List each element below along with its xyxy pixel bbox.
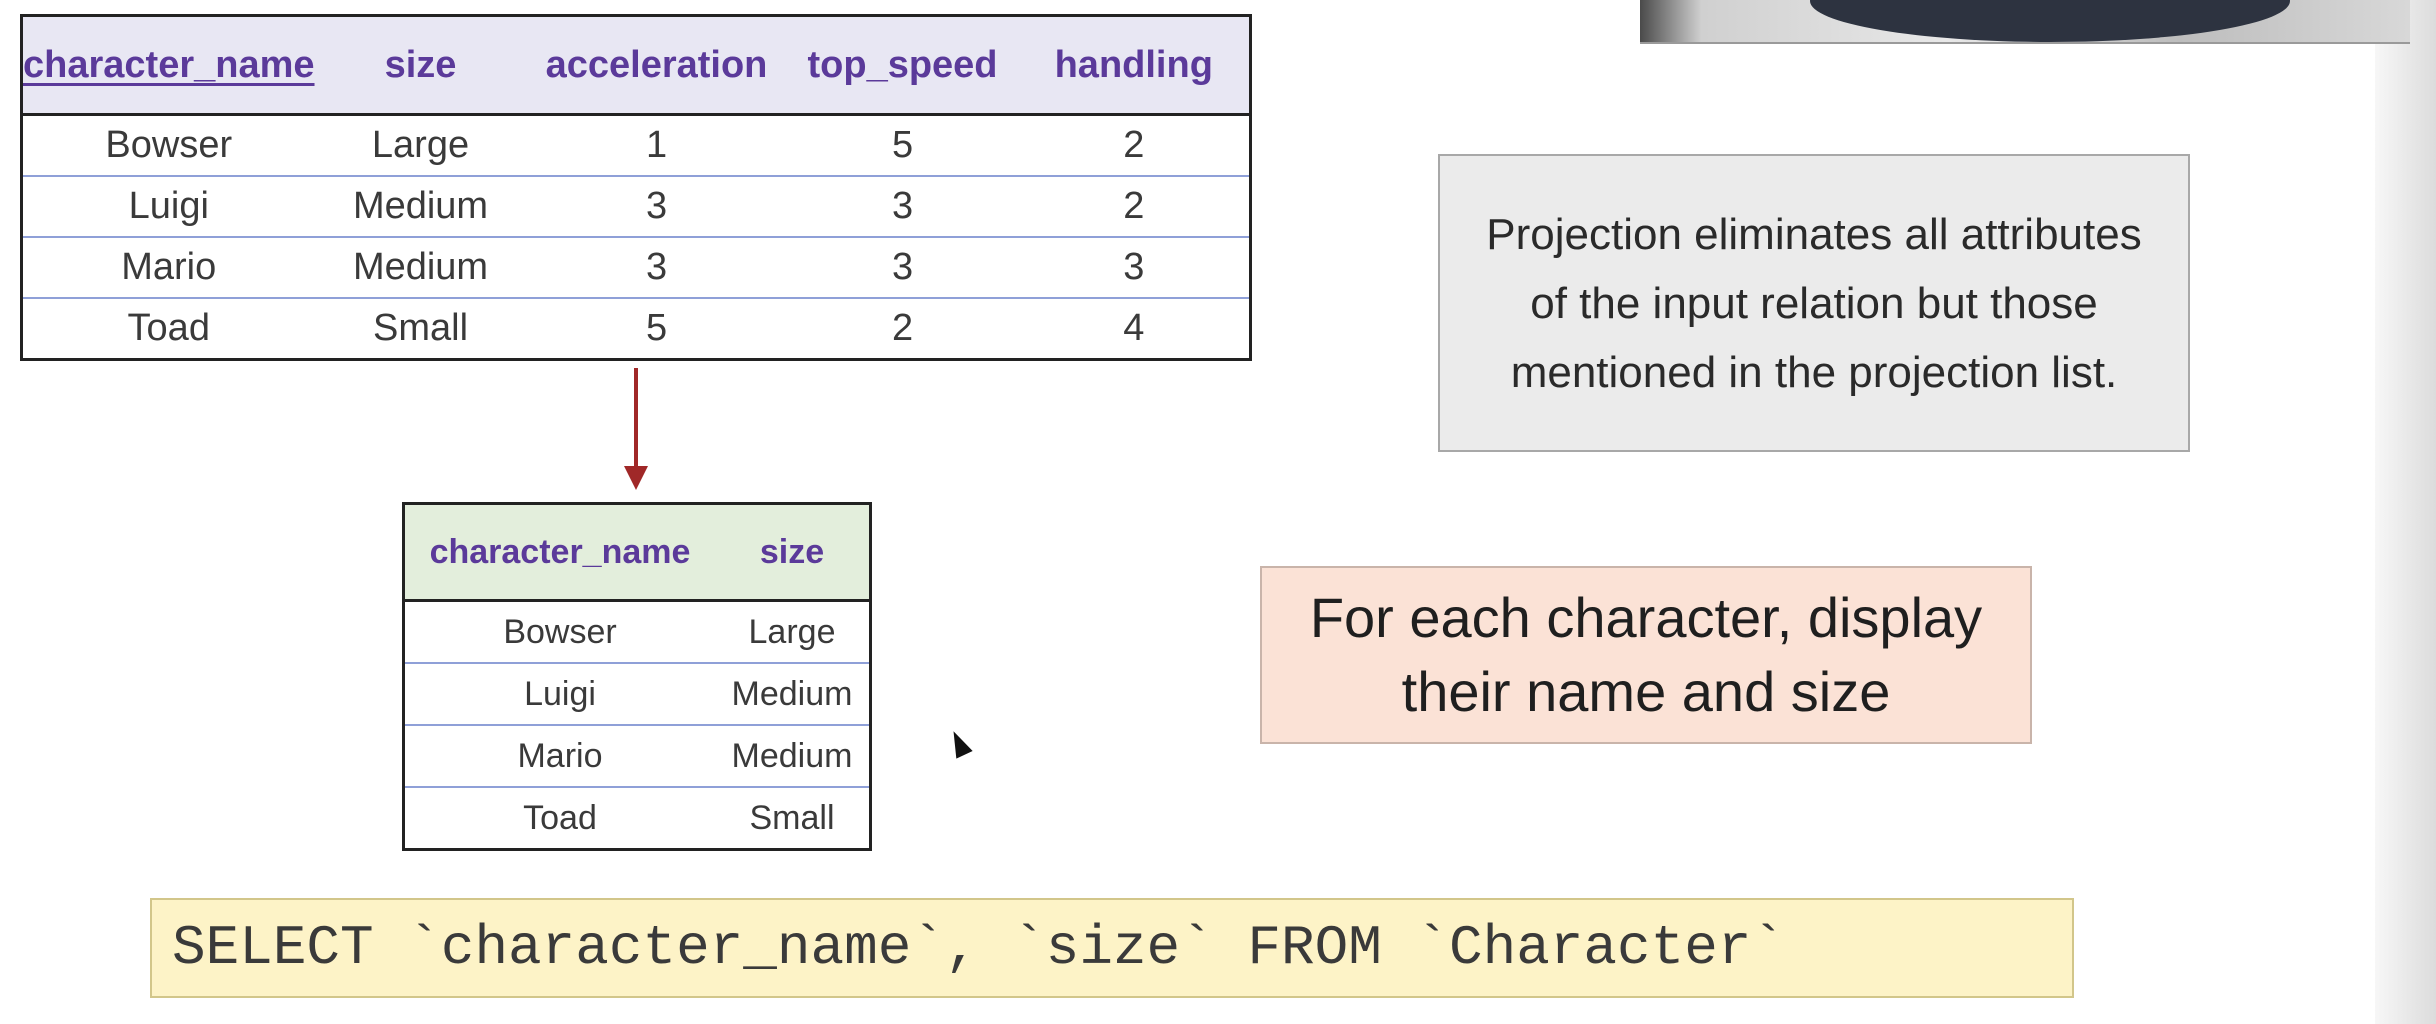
table-row: Mario Medium 3 3 3 xyxy=(21,237,1251,299)
cell: Medium xyxy=(715,663,871,726)
column-header-character-name: character_name xyxy=(21,15,315,116)
window-edge xyxy=(2375,0,2436,1024)
column-header-character-name: character_name xyxy=(403,503,715,602)
webcam-overlay xyxy=(1640,0,2410,44)
cell: Toad xyxy=(127,307,210,349)
cell: 3 xyxy=(1018,237,1251,299)
cell: Bowser xyxy=(21,114,315,177)
cell: Small xyxy=(749,798,835,837)
explanation-box: Projection eliminates all attributes of … xyxy=(1438,154,2190,452)
table-row: Bowser Large xyxy=(403,600,871,664)
table-row: Luigi Medium 3 3 2 xyxy=(21,176,1251,238)
cell: 4 xyxy=(1123,307,1145,349)
cell: 2 xyxy=(1018,114,1251,177)
cell: 3 xyxy=(526,237,787,299)
explanation-text: Projection eliminates all attributes of … xyxy=(1486,209,2142,397)
arrow-head-icon xyxy=(624,466,648,490)
task-text: For each character, display their name a… xyxy=(1309,586,1983,723)
table-header-row: character_name size acceleration top_spe… xyxy=(21,15,1251,116)
cell: Large xyxy=(314,114,527,177)
table-row: Mario Medium xyxy=(403,725,871,788)
column-header-acceleration: acceleration xyxy=(526,15,787,116)
table-header-row: character_name size xyxy=(403,503,871,602)
cell: Medium xyxy=(715,725,871,788)
cell: 3 xyxy=(786,176,1019,238)
cell: Toad xyxy=(523,798,597,837)
table-row: Toad Small 5 2 4 xyxy=(22,298,1251,360)
cell: 1 xyxy=(526,114,787,177)
projection-arrow xyxy=(634,368,638,468)
sql-query: SELECT `character_name`, `size` FROM `Ch… xyxy=(150,898,2074,998)
cell: 5 xyxy=(786,114,1019,177)
column-header-handling: handling xyxy=(1018,15,1251,116)
cell: 2 xyxy=(1018,176,1251,238)
cell: 5 xyxy=(645,307,668,349)
projected-table: character_name size Bowser Large Luigi M… xyxy=(402,502,872,851)
cell: 2 xyxy=(891,307,914,349)
cell: Small xyxy=(373,307,469,349)
mouse-cursor-icon xyxy=(945,727,973,759)
cell: 3 xyxy=(526,176,787,238)
cell: Mario xyxy=(21,237,315,299)
cell: Bowser xyxy=(403,600,715,664)
task-box: For each character, display their name a… xyxy=(1260,566,2032,744)
table-row: Toad Small xyxy=(404,787,871,850)
character-table: character_name size acceleration top_spe… xyxy=(20,14,1252,361)
column-header-size: size xyxy=(314,15,527,116)
column-header-size: size xyxy=(715,503,871,602)
table-row: Bowser Large 1 5 2 xyxy=(21,114,1251,177)
cell: Luigi xyxy=(21,176,315,238)
cell: 3 xyxy=(786,237,1019,299)
cell: Mario xyxy=(403,725,715,788)
column-header-top-speed: top_speed xyxy=(786,15,1019,116)
cell: Medium xyxy=(314,176,527,238)
cell: Large xyxy=(715,600,871,664)
cell: Luigi xyxy=(403,663,715,726)
table-row: Luigi Medium xyxy=(403,663,871,726)
cell: Medium xyxy=(314,237,527,299)
